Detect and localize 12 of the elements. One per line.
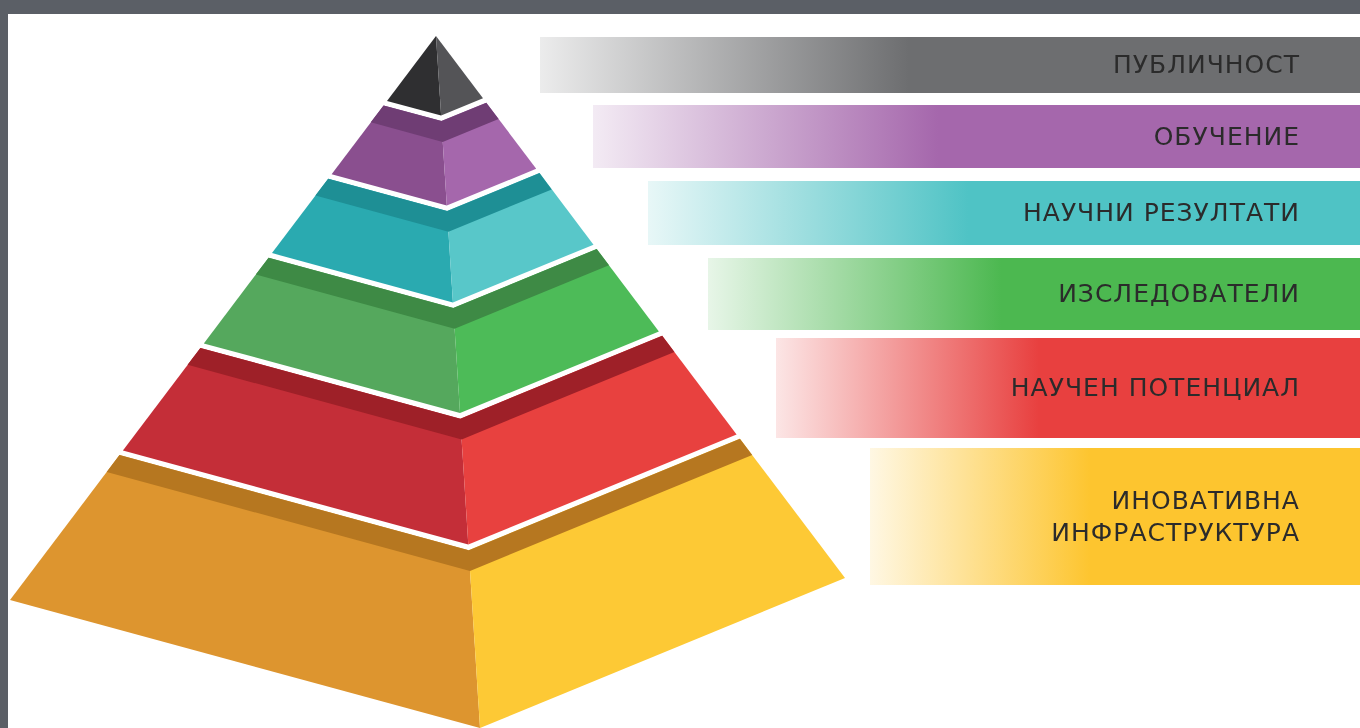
level-band — [870, 448, 1360, 585]
band-label: НАУЧНИ РЕЗУЛТАТИ — [1023, 197, 1300, 229]
band-label: ПУБЛИЧНОСТ — [1112, 49, 1300, 81]
level-band — [540, 37, 1360, 93]
band-label: ИЗСЛЕДОВАТЕЛИ — [1058, 278, 1300, 310]
level-band — [776, 338, 1360, 438]
level-band — [648, 181, 1360, 245]
band-label: ОБУЧЕНИЕ — [1153, 120, 1300, 153]
level-band — [592, 105, 1360, 168]
band-label: НАУЧЕН ПОТЕНЦИАЛ — [1010, 372, 1300, 404]
band-label: ИНОВАТИВНА ИНФРАСТРУКТУРА — [1050, 485, 1300, 548]
level-band — [707, 258, 1360, 330]
